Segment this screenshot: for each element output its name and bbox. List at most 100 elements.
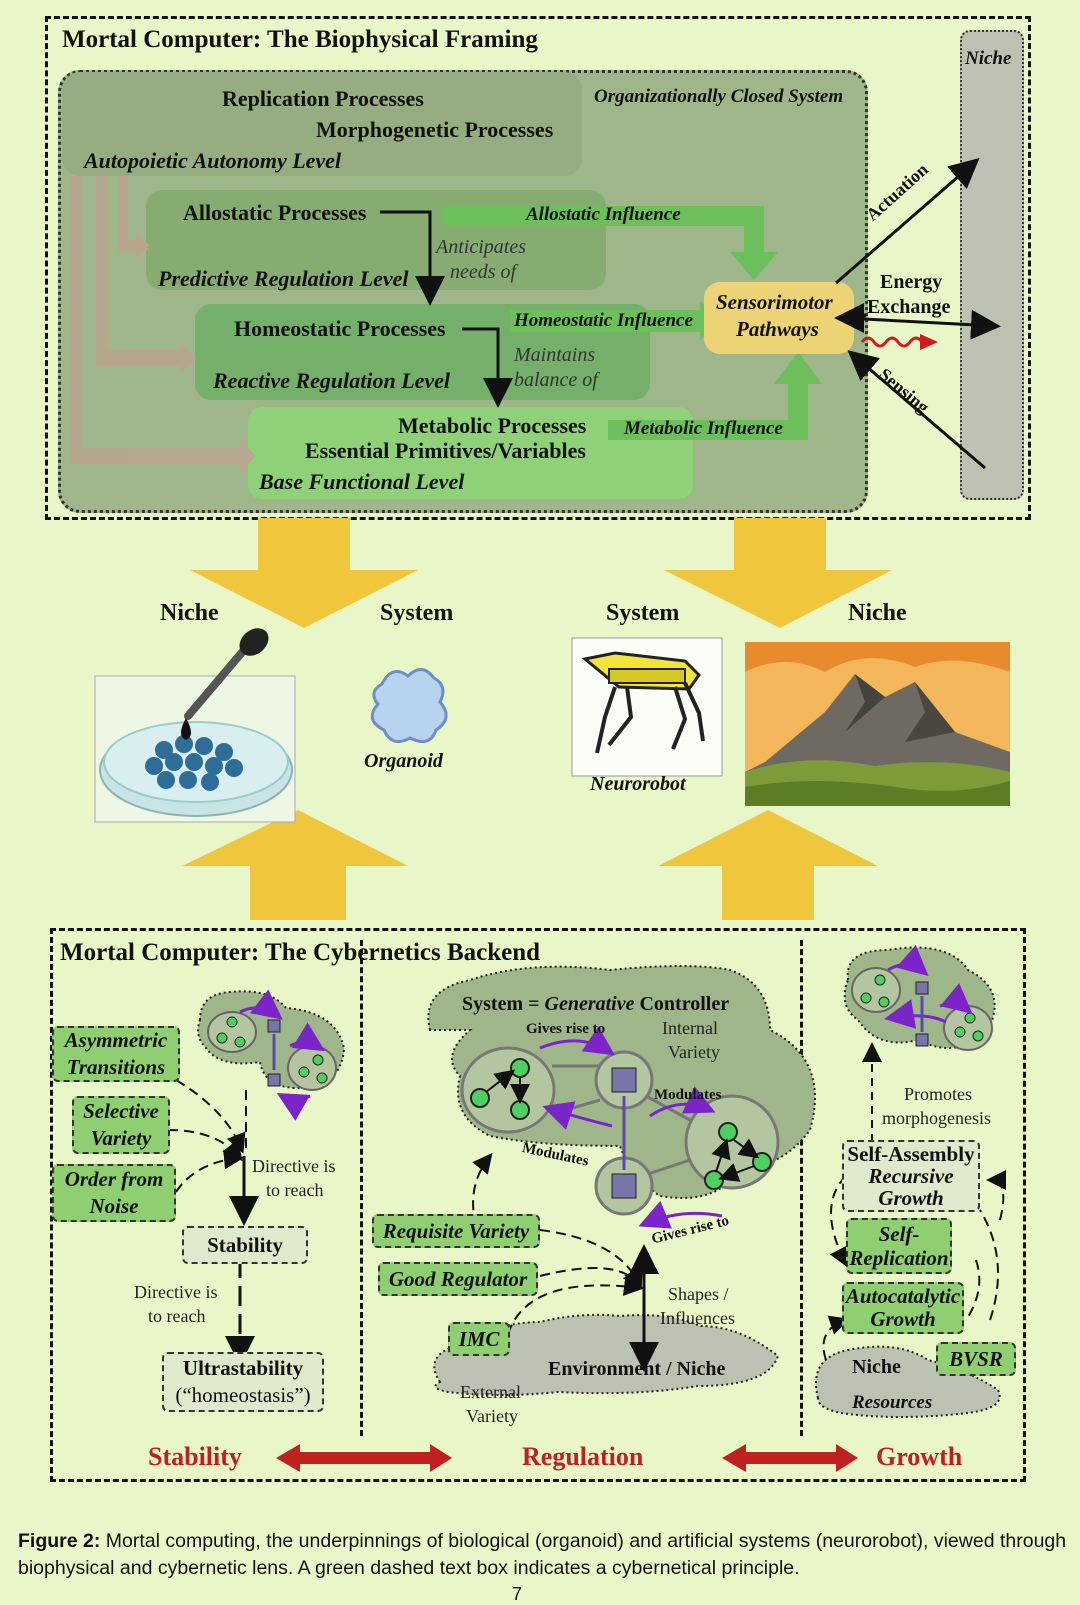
regulation-footer-label: Regulation [522, 1442, 644, 1471]
neurorobot-label: Neurorobot [590, 773, 686, 795]
self-replication-box: Self- Replication [846, 1218, 952, 1274]
morphogenetic-label: Morphogenetic Processes [316, 117, 554, 142]
biophysical-title: Mortal Computer: The Biophysical Framing [62, 26, 538, 53]
order-line-2: Noise [89, 1194, 139, 1218]
environment-label: Environment / Niche [548, 1358, 726, 1380]
external-label-2: Variety [466, 1406, 518, 1426]
recursive-line-2: Growth [878, 1186, 944, 1210]
niche-left-label: Niche [160, 600, 219, 626]
sensorimotor-label-2: Pathways [736, 317, 819, 341]
predictive-label: Predictive Regulation Level [158, 266, 409, 291]
selective-line-2: Variety [90, 1126, 152, 1150]
promotes-label-1: Promotes [904, 1084, 973, 1104]
gold-arrow-down-left [190, 518, 418, 628]
modulates-label-1: Modulates [654, 1087, 722, 1103]
niche-resources-label: Niche [852, 1356, 901, 1378]
ultra-line-2: (“homeostasis”) [175, 1383, 311, 1407]
gives-rise-label-1: Gives rise to [526, 1021, 606, 1037]
maintains-label-2: balance of [514, 369, 598, 391]
page-number: 7 [512, 1584, 523, 1604]
green-influence-arrows [442, 206, 822, 440]
gold-arrow-up-left [182, 810, 408, 920]
energy-label: Energy [880, 271, 943, 293]
biophysical-frame [45, 16, 1031, 520]
red-double-arrows [276, 1444, 858, 1472]
caption-label: Figure 2: [18, 1530, 101, 1552]
metabolic-label: Metabolic Processes [398, 413, 587, 438]
base-level-label: Base Functional Level [259, 469, 465, 494]
organoid-label: Organoid [364, 750, 443, 772]
autopoietic-label: Autopoietic Autonomy Level [84, 148, 342, 173]
gold-arrows-layer [182, 518, 892, 920]
caption-text: Mortal computing, the underpinnings of b… [18, 1530, 1067, 1579]
maintains-label-1: Maintains [514, 344, 596, 366]
internal-label-2: Variety [668, 1042, 720, 1062]
good-regulator-label: Good Regulator [388, 1266, 528, 1291]
autopoietic-level-panel [62, 72, 582, 176]
stability-footer-label: Stability [148, 1442, 242, 1471]
directive-label-1a: Directive is [252, 1156, 336, 1176]
gold-arrow-down-right [664, 518, 892, 628]
divider-right [800, 940, 803, 1436]
stability-box-label: Stability [207, 1232, 283, 1257]
essential-label: Essential Primitives/Variables [305, 438, 586, 463]
organoid-image [370, 668, 448, 744]
directive-label-2b: to reach [148, 1306, 206, 1326]
exchange-label: Exchange [867, 296, 951, 318]
metabolic-influence-label: Metabolic Influence [624, 418, 783, 439]
promotes-label-2: morphogenesis [882, 1108, 991, 1128]
autocat-line-2: Growth [870, 1307, 936, 1331]
sensorimotor-label-1: Sensorimotor [716, 290, 833, 314]
ultra-line-1: Ultrastability [182, 1356, 304, 1380]
shapes-label-1: Shapes / [668, 1284, 729, 1304]
petri-dish-image [94, 628, 296, 823]
org-closed-label: Organizationally Closed System [594, 86, 844, 107]
stability-box: Stability [182, 1226, 308, 1264]
autopoietic-feed-arrows [70, 176, 256, 472]
order-from-noise-box: Order from Noise [52, 1164, 176, 1222]
resources-blob [815, 1345, 1001, 1418]
self-assembly-label: Self-Assembly [847, 1142, 975, 1166]
system-right-label: System [606, 600, 680, 626]
asymmetric-transitions-box: Asymmetric Transitions [52, 1026, 180, 1082]
sensorimotor-blob [704, 282, 854, 354]
bvsr-label: BVSR [949, 1346, 1003, 1371]
self-assembly-box: Self-Assembly Recursive Growth [842, 1140, 980, 1212]
resources-label: Resources [852, 1392, 933, 1413]
autocat-line-1: Autocatalytic [845, 1284, 961, 1308]
asym-line-1: Asymmetric [64, 1028, 168, 1052]
landscape-image [745, 642, 1010, 806]
neurorobot-image [571, 637, 723, 777]
asym-line-2: Transitions [66, 1055, 166, 1079]
gold-arrow-up-right [658, 810, 878, 920]
anticipates-label-1: Anticipates [436, 236, 526, 258]
directive-label-2a: Directive is [134, 1282, 218, 1302]
replication-label: Replication Processes [222, 86, 424, 111]
cybernetics-title: Mortal Computer: The Cybernetics Backend [60, 939, 541, 966]
external-label-1: External [460, 1382, 521, 1402]
internal-label-1: Internal [662, 1018, 718, 1038]
divider-left [360, 940, 363, 1436]
niche-right-label: Niche [848, 600, 907, 626]
self-rep-line-2: Replication [849, 1246, 949, 1270]
homeostatic-label: Homeostatic Processes [234, 316, 446, 341]
autocatalytic-growth-box: Autocatalytic Growth [842, 1282, 964, 1334]
ultrastability-box: Ultrastability (“homeostasis”) [162, 1352, 324, 1412]
requisite-label: Requisite Variety [382, 1218, 530, 1243]
figure-caption: Figure 2: Mortal computing, the underpin… [18, 1528, 1068, 1582]
selective-variety-box: Selective Variety [72, 1096, 170, 1154]
top-arrows-layer [70, 158, 1001, 472]
directive-label-1b: to reach [266, 1180, 324, 1200]
allostatic-influence-label: Allostatic Influence [526, 204, 681, 225]
imc-label: IMC [458, 1326, 500, 1351]
system-eq-part-a: System = [462, 993, 545, 1015]
left-network-blob [197, 989, 346, 1121]
niche-column-label: Niche [965, 48, 1012, 69]
bvsr-box: BVSR [936, 1342, 1016, 1376]
energy-wave [860, 336, 924, 348]
growth-footer-label: Growth [876, 1442, 963, 1471]
reactive-label: Reactive Regulation Level [213, 368, 451, 393]
requisite-variety-box: Requisite Variety [372, 1214, 540, 1248]
system-equation: System = Generative Controller [462, 993, 729, 1016]
recursive-line-1: Recursive [868, 1164, 954, 1188]
